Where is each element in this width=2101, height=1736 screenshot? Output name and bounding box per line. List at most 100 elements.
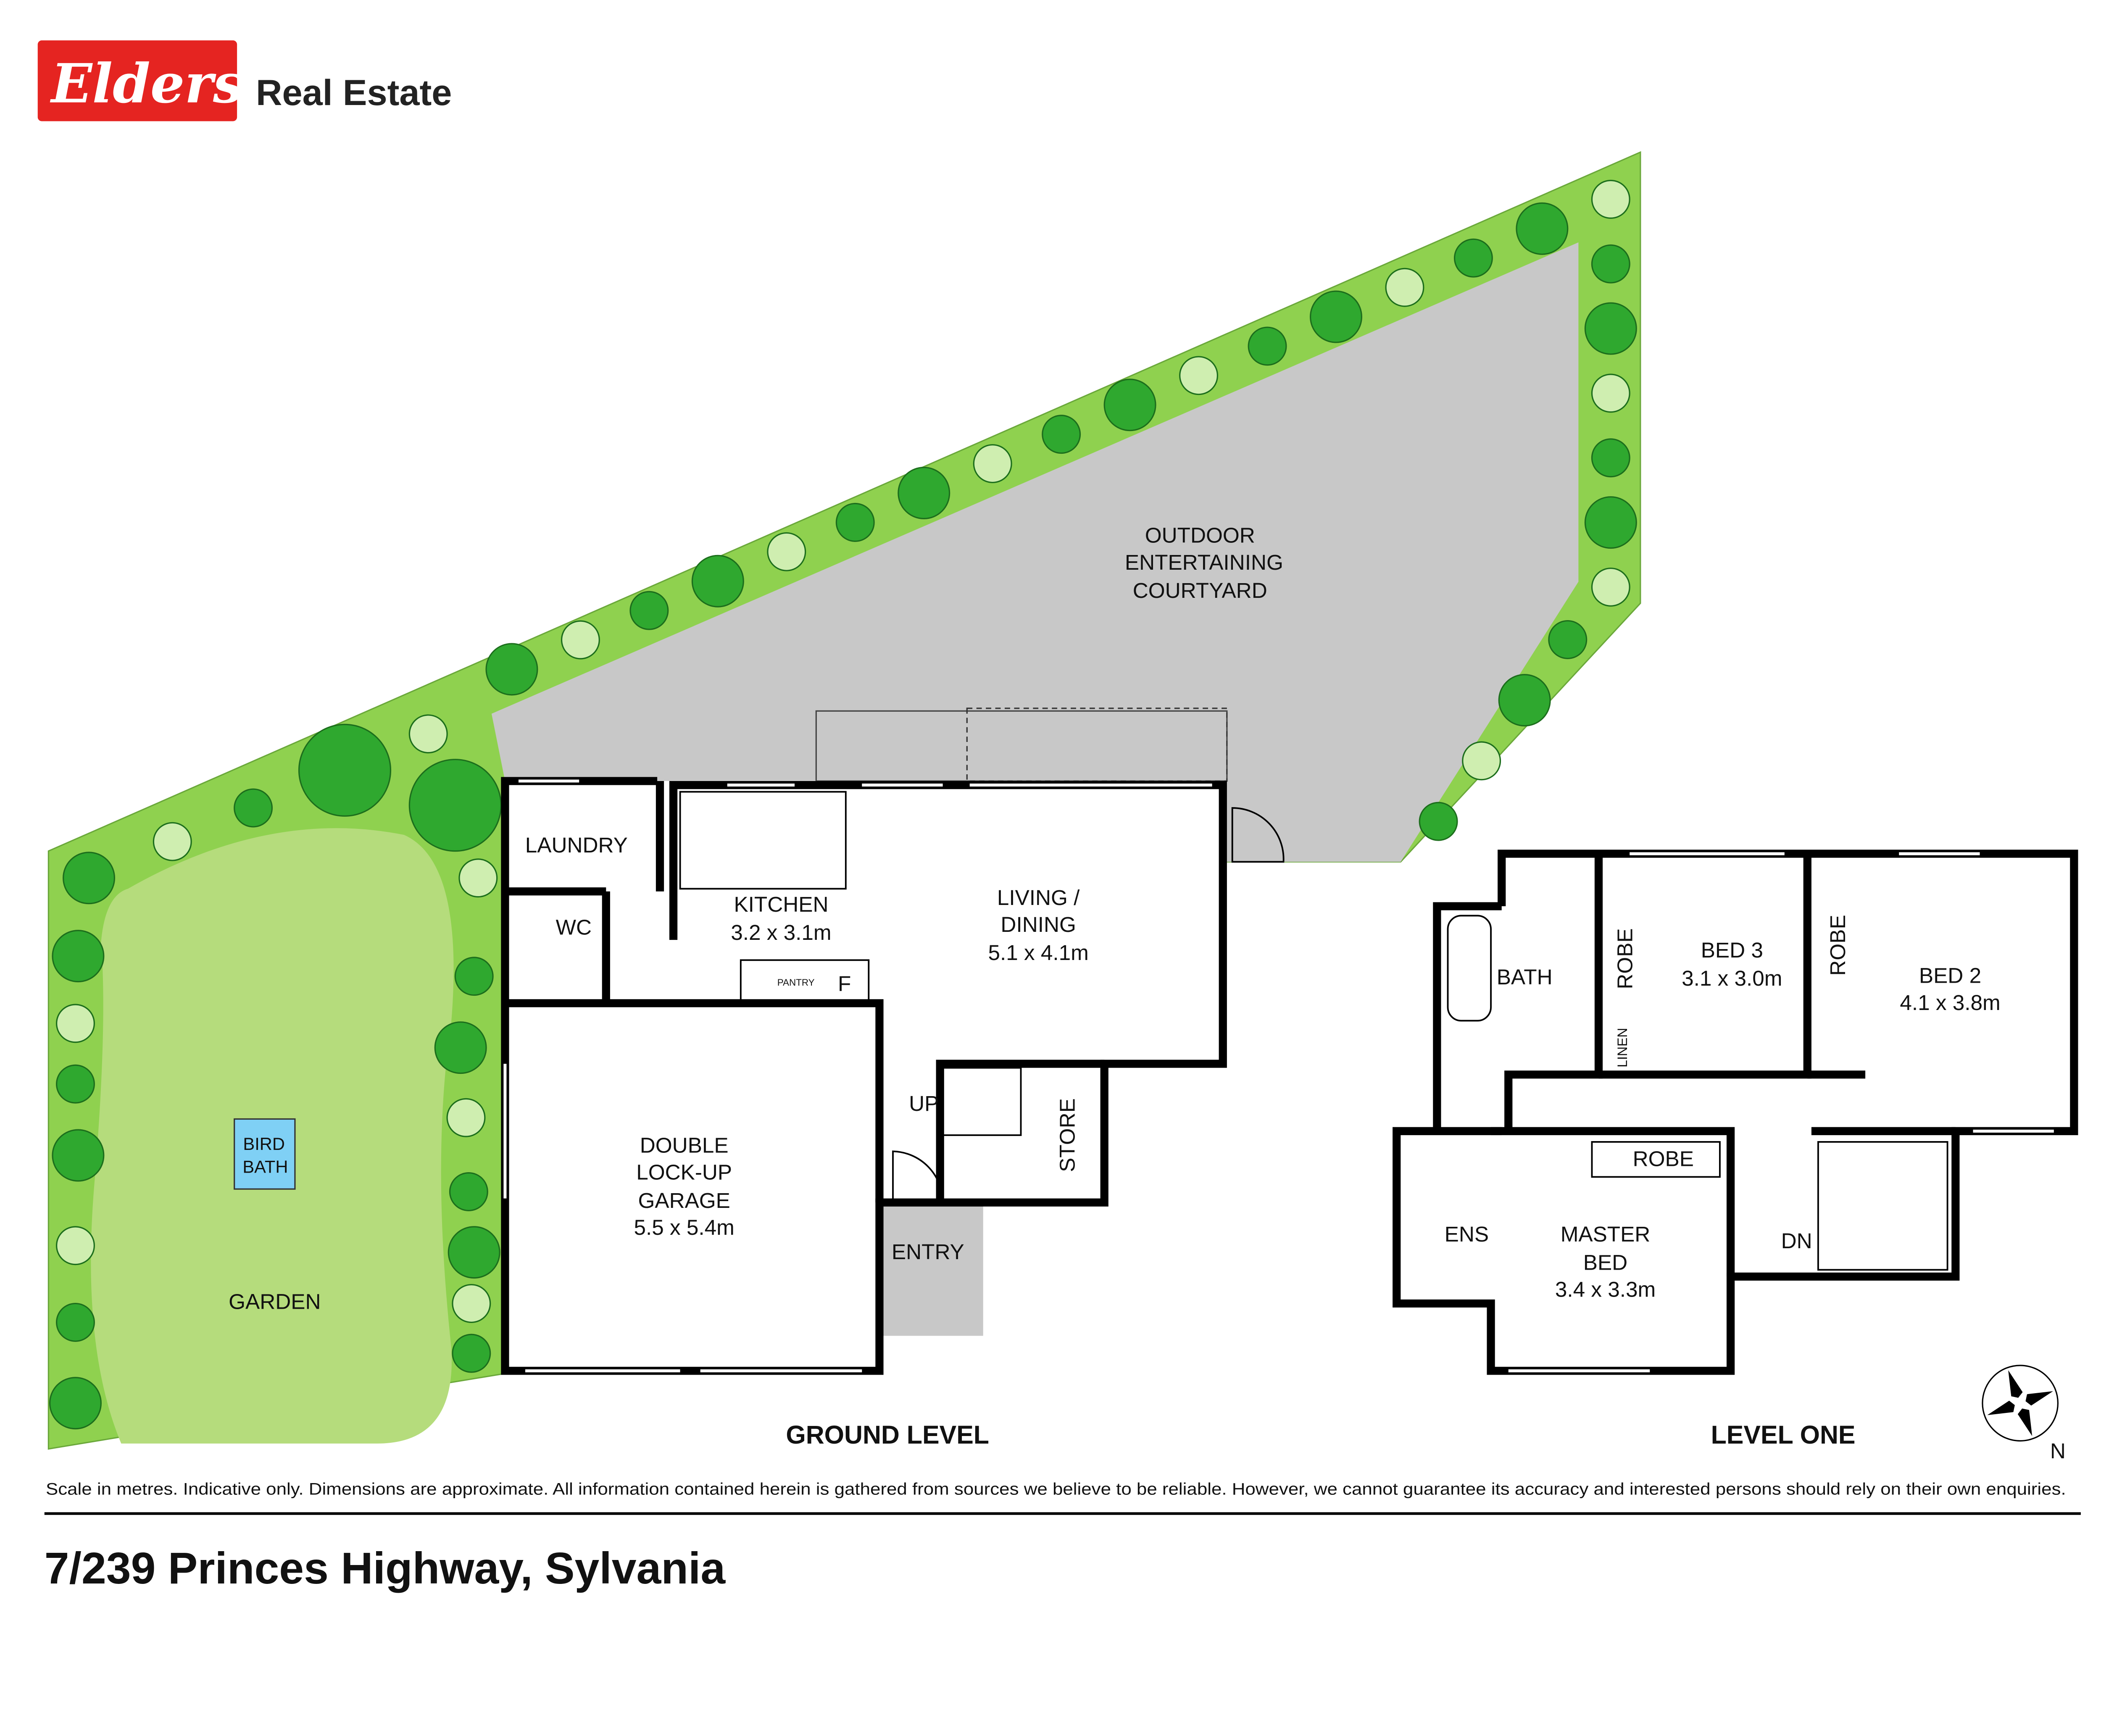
kitchen-label: KITCHEN bbox=[734, 892, 828, 916]
tree-icon bbox=[63, 852, 116, 905]
tree-icon bbox=[449, 1172, 488, 1212]
tree-icon bbox=[1591, 374, 1630, 413]
compass-north-label: N bbox=[2050, 1439, 2066, 1463]
trees bbox=[49, 179, 1637, 1430]
logo-background bbox=[37, 40, 237, 121]
bed3-label: BED 3 bbox=[1701, 938, 1763, 962]
tree-icon bbox=[1103, 379, 1156, 431]
tree-icon bbox=[691, 555, 744, 608]
garden-label: GARDEN bbox=[229, 1289, 321, 1313]
tree-icon bbox=[1591, 567, 1630, 607]
stairs-level-one bbox=[1817, 1141, 1948, 1271]
door-swing bbox=[1231, 807, 1285, 863]
disclaimer: Scale in metres. Indicative only. Dimens… bbox=[46, 1480, 2066, 1499]
tree-icon bbox=[52, 1129, 105, 1182]
logo-text: Elders bbox=[50, 53, 243, 116]
bird-bath-label: BATH bbox=[242, 1157, 288, 1177]
stairs-up-label: UP bbox=[909, 1092, 939, 1115]
courtyard-area bbox=[491, 242, 1579, 862]
courtyard-label: OUTDOOR bbox=[1145, 523, 1255, 547]
property-address: 7/239 Princes Highway, Sylvania bbox=[45, 1544, 726, 1593]
store-label: STORE bbox=[1056, 1098, 1079, 1172]
tree-icon bbox=[485, 643, 538, 696]
bed2-label: BED 2 bbox=[1919, 964, 1981, 988]
stairs-down-label: DN bbox=[1781, 1229, 1812, 1253]
entry-porch bbox=[882, 1202, 983, 1336]
tree-icon bbox=[458, 858, 498, 898]
kitchen-bench bbox=[679, 791, 847, 890]
tree-icon bbox=[1462, 741, 1501, 781]
courtyard-label: COURTYARD bbox=[1133, 579, 1267, 602]
tree-icon bbox=[1516, 202, 1569, 255]
tree-icon bbox=[1309, 290, 1362, 343]
living-label: DINING bbox=[1000, 913, 1076, 936]
tree-icon bbox=[1548, 620, 1588, 659]
courtyard-label: ENTERTAINING bbox=[1125, 550, 1283, 574]
garage-label: DOUBLE bbox=[640, 1134, 729, 1157]
bed2-size: 4.1 x 3.8m bbox=[1900, 991, 2000, 1015]
bed2-robe-label: ROBE bbox=[1826, 915, 1850, 976]
living-size: 5.1 x 4.1m bbox=[988, 941, 1088, 965]
bed3-robe-label: ROBE bbox=[1613, 928, 1637, 989]
stairs bbox=[939, 1067, 1022, 1136]
ensuite-label: ENS bbox=[1445, 1222, 1489, 1246]
tree-icon bbox=[1453, 238, 1493, 278]
tree-icon bbox=[56, 1064, 95, 1104]
tree-icon bbox=[835, 502, 875, 542]
tree-icon bbox=[1591, 179, 1630, 219]
pantry-label: PANTRY bbox=[777, 977, 815, 988]
entry-door bbox=[892, 1150, 944, 1204]
tree-icon bbox=[1419, 802, 1458, 841]
tree-icon bbox=[1385, 268, 1424, 307]
tree-icon bbox=[408, 714, 448, 754]
laundry-label: LAUNDRY bbox=[525, 833, 628, 857]
living-label: LIVING / bbox=[997, 886, 1080, 910]
tree-icon bbox=[1591, 438, 1630, 478]
linen-label: LINEN bbox=[1615, 1028, 1630, 1067]
tree-icon bbox=[973, 444, 1012, 484]
bath-label: BATH bbox=[1497, 965, 1553, 989]
brand-name: Real Estate bbox=[256, 73, 452, 113]
tree-icon bbox=[898, 466, 950, 519]
master-size: 3.4 x 3.3m bbox=[1555, 1278, 1656, 1302]
master-robe-label: ROBE bbox=[1633, 1147, 1694, 1171]
floor-plan: Elders Real Estate BIRD BATH bbox=[37, 40, 2081, 1593]
tree-icon bbox=[1584, 302, 1637, 355]
tree-icon bbox=[1042, 415, 1081, 454]
level-one-title: LEVEL ONE bbox=[1711, 1420, 1856, 1449]
bed3-size: 3.1 x 3.0m bbox=[1682, 966, 1782, 990]
kitchen-size: 3.2 x 3.1m bbox=[731, 921, 831, 944]
compass-icon bbox=[1982, 1365, 2059, 1442]
tree-icon bbox=[452, 1284, 491, 1323]
tree-icon bbox=[56, 1302, 95, 1342]
tree-icon bbox=[408, 759, 502, 852]
tree-icon bbox=[1248, 326, 1287, 366]
tree-icon bbox=[1584, 496, 1637, 549]
tree-icon bbox=[1179, 356, 1219, 395]
tree-icon bbox=[767, 532, 806, 571]
tree-icon bbox=[52, 930, 105, 983]
tree-icon bbox=[298, 723, 392, 817]
pantry-fridge bbox=[740, 959, 870, 1002]
ground-level-title: GROUND LEVEL bbox=[786, 1420, 989, 1449]
tree-icon bbox=[561, 620, 600, 660]
tree-icon bbox=[434, 1021, 487, 1074]
tree-icon bbox=[56, 1226, 95, 1265]
tree-icon bbox=[153, 822, 192, 861]
tree-icon bbox=[1498, 674, 1551, 727]
tree-icon bbox=[49, 1377, 102, 1430]
ground-level-walls bbox=[501, 777, 1285, 1375]
wc-label: WC bbox=[556, 915, 592, 939]
tree-icon bbox=[234, 788, 273, 828]
tree-icon bbox=[454, 957, 494, 996]
entry-label: ENTRY bbox=[892, 1240, 964, 1264]
tree-icon bbox=[452, 1334, 491, 1373]
bathtub bbox=[1447, 915, 1492, 1022]
elders-logo: Elders Real Estate bbox=[37, 40, 452, 121]
master-label: BED bbox=[1583, 1250, 1627, 1274]
tree-icon bbox=[448, 1226, 500, 1279]
garage-label: LOCK-UP bbox=[636, 1160, 732, 1184]
fridge-label: F bbox=[838, 972, 851, 996]
tree-icon bbox=[629, 591, 669, 630]
garage-size: 5.5 x 5.4m bbox=[634, 1215, 735, 1239]
